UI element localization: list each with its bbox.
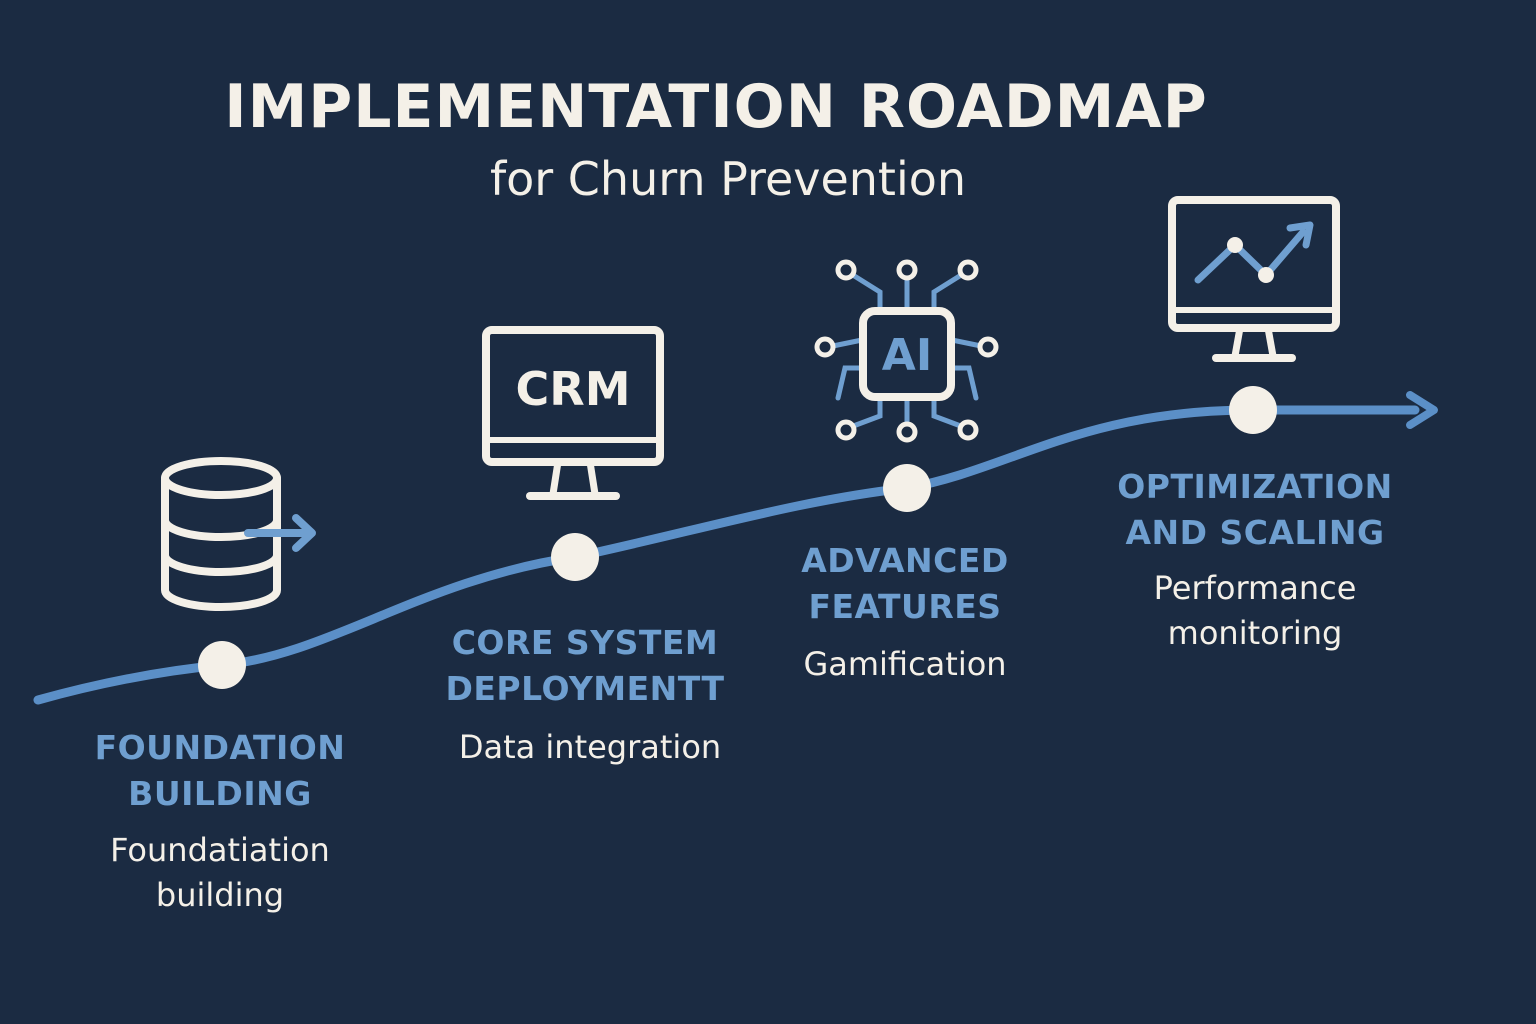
stage-title-optimization: OPTIMIZATION AND SCALING (1117, 467, 1393, 552)
crm-label: CRM (516, 362, 631, 416)
stage-desc-foundation: Foundatiation building (110, 831, 330, 914)
milestone-dot-2 (551, 533, 599, 581)
database-export-icon (161, 457, 316, 611)
ai-label: AI (882, 330, 932, 381)
chart-monitor-icon (1168, 196, 1340, 362)
page-title: IMPLEMENTATION ROADMAP (224, 72, 1208, 142)
crm-monitor-icon: CRM (482, 326, 664, 500)
stage-desc-core-system: Data integration (458, 728, 722, 766)
stage-desc-optimization: Performance monitoring (1153, 569, 1357, 652)
ai-chip-icon: AI (814, 259, 999, 443)
milestone-dot-4 (1229, 386, 1277, 434)
stage-desc-advanced: Gamification (803, 645, 1007, 683)
stage-title-foundation: FOUNDATION BUILDING (94, 728, 346, 813)
stage-title-core-system: CORE SYSTEM DEPLOYMENTT (445, 623, 725, 708)
stage-title-advanced: ADVANCED FEATURES (801, 541, 1009, 626)
milestone-dot-3 (883, 464, 931, 512)
timeline-arrowhead (1406, 391, 1438, 429)
milestone-dot-1 (198, 641, 246, 689)
page-subtitle: for Churn Prevention (489, 152, 967, 206)
